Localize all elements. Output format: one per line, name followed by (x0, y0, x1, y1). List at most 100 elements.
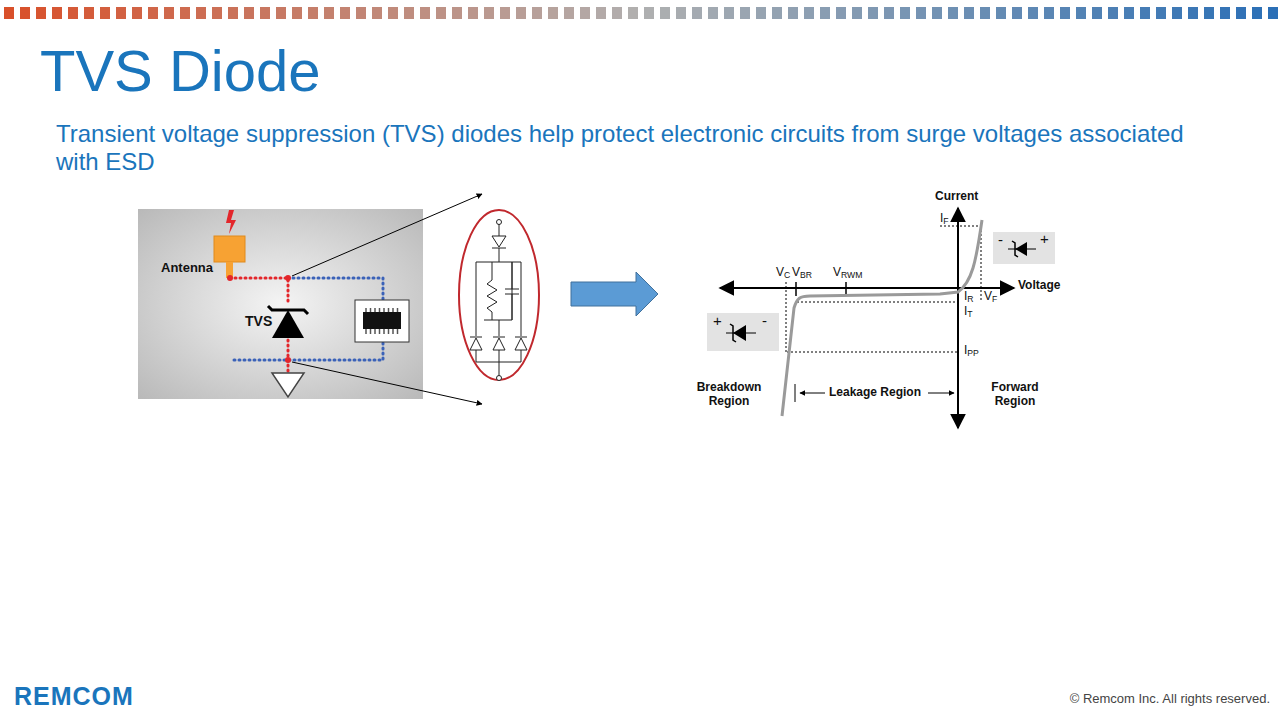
header-square (884, 7, 894, 19)
param-label: VRWM (833, 266, 862, 281)
param-label: IF (940, 212, 949, 227)
chip-pin (392, 329, 394, 334)
block-arrow (571, 272, 658, 316)
header-square (916, 7, 926, 19)
header-square (4, 7, 14, 19)
header-square (20, 7, 30, 19)
header-square (148, 7, 158, 19)
header-square (180, 7, 190, 19)
header-square (84, 7, 94, 19)
header-square (1140, 7, 1150, 19)
header-square (484, 7, 494, 19)
header-square (308, 7, 318, 19)
iv-chart (707, 208, 1055, 428)
header-square (868, 7, 878, 19)
param-label: VBR (792, 266, 812, 281)
header-square (436, 7, 446, 19)
iv-curve (782, 220, 982, 416)
header-square (532, 7, 542, 19)
slide-title: TVS Diode (40, 38, 320, 105)
part-name: Antenna (161, 261, 213, 276)
lightning-bolt (226, 210, 236, 234)
chip-pin (365, 329, 367, 334)
chip-pin (379, 308, 381, 312)
reverse-diode-symbol (726, 324, 756, 342)
header-square (420, 7, 430, 19)
param-label: IT (964, 305, 973, 320)
subtitle: Transient voltage suppression (TVS) diod… (56, 120, 1186, 175)
header-square (452, 7, 462, 19)
header-square (132, 7, 142, 19)
forward-diode-symbol (1008, 241, 1036, 257)
header-square (68, 7, 78, 19)
tvs-symbol (268, 306, 308, 338)
header-square (276, 7, 286, 19)
antenna-icon (214, 236, 245, 262)
chip-pin (370, 329, 372, 334)
header-square (1268, 7, 1278, 19)
header-square (724, 7, 734, 19)
header-square (548, 7, 558, 19)
region-label: Leakage Region (829, 386, 921, 400)
header-square (1236, 7, 1246, 19)
param-label: VF (984, 290, 997, 305)
header-square (100, 7, 110, 19)
header-square (1108, 7, 1118, 19)
header-square (628, 7, 638, 19)
header-square (980, 7, 990, 19)
header-square (996, 7, 1006, 19)
equivalent-circuit (459, 210, 539, 381)
zoom-lines (292, 194, 482, 404)
chip-pin (397, 308, 399, 312)
header-square (820, 7, 830, 19)
header-square (1156, 7, 1166, 19)
header-square (1204, 7, 1214, 19)
header-square (964, 7, 974, 19)
header-square (948, 7, 958, 19)
header-square (196, 7, 206, 19)
header-square (932, 7, 942, 19)
header-square (36, 7, 46, 19)
chip-pin (379, 329, 381, 334)
header-square (756, 7, 766, 19)
chip-pin (397, 329, 399, 334)
param-label: VC (776, 266, 790, 281)
chip-pin (374, 308, 376, 312)
header-square (836, 7, 846, 19)
header-square (516, 7, 526, 19)
header-square (340, 7, 350, 19)
header-square (1220, 7, 1230, 19)
header-square (1252, 7, 1262, 19)
region-label: Forward Region (984, 381, 1046, 409)
param-label: IPP (964, 344, 979, 359)
header-square (1028, 7, 1038, 19)
axis-title: Voltage (1018, 279, 1060, 293)
header-square (292, 7, 302, 19)
header-square (164, 7, 174, 19)
region-label: Breakdown Region (693, 381, 765, 409)
header-square (676, 7, 686, 19)
header-square (228, 7, 238, 19)
header-square (244, 7, 254, 19)
header-square (564, 7, 574, 19)
chip-pin (383, 308, 385, 312)
header-square (1076, 7, 1086, 19)
header-square (52, 7, 62, 19)
chip-pin (388, 308, 390, 312)
header-square (356, 7, 366, 19)
header-square (900, 7, 910, 19)
part-name: TVS (245, 313, 272, 329)
header-square (692, 7, 702, 19)
header-square (372, 7, 382, 19)
header-square (212, 7, 222, 19)
header-square (116, 7, 126, 19)
chip-pin (383, 329, 385, 334)
chip-pin (388, 329, 390, 334)
header-square (260, 7, 270, 19)
header-square (852, 7, 862, 19)
chip-pin (392, 308, 394, 312)
chip-icon (355, 300, 409, 342)
axis-title: Current (935, 190, 978, 204)
company-logo: REMCOM (14, 682, 134, 711)
